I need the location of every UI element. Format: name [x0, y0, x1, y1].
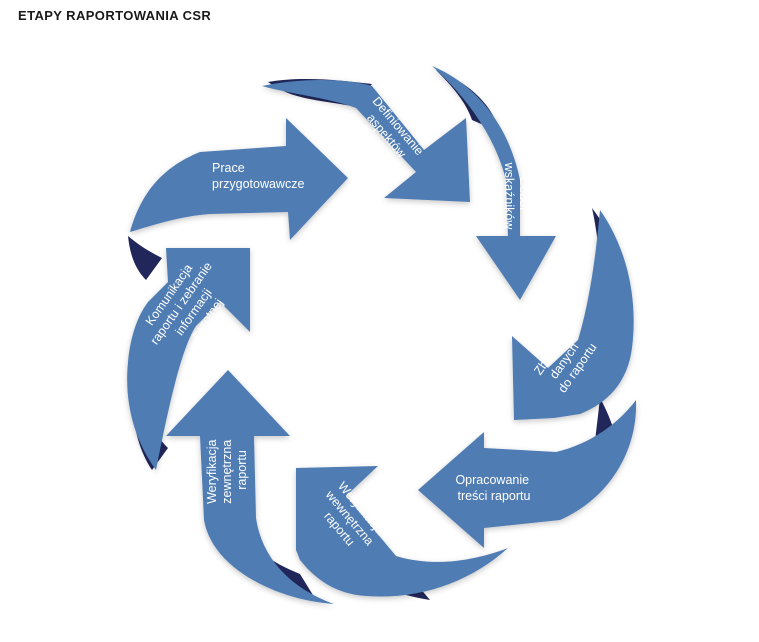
arrow-dobor	[432, 66, 556, 300]
arrow-zbieranie	[512, 210, 634, 420]
label-wer-zewnetrzna: Weryfikacja zewnętrzna raportu	[205, 436, 249, 504]
arrow-opracowanie	[418, 400, 637, 548]
arrows	[127, 66, 637, 604]
arrow-prace-przygotowawcze	[130, 118, 348, 240]
label-prace: Prace przygotowawcze	[212, 161, 304, 191]
arrow-wer-zewnetrzna	[166, 370, 334, 604]
label-opracowanie: Opracowanie treści raportu	[455, 473, 532, 503]
fold-upleft	[128, 236, 162, 280]
arrow-definiowanie	[262, 80, 470, 202]
arrow-komunikacja	[127, 248, 250, 470]
diagram-title: ETAPY RAPORTOWANIA CSR	[18, 8, 212, 23]
label-dobor: Dobór wskaźników	[502, 162, 531, 231]
arrow-wer-wewnetrzna	[296, 466, 508, 597]
